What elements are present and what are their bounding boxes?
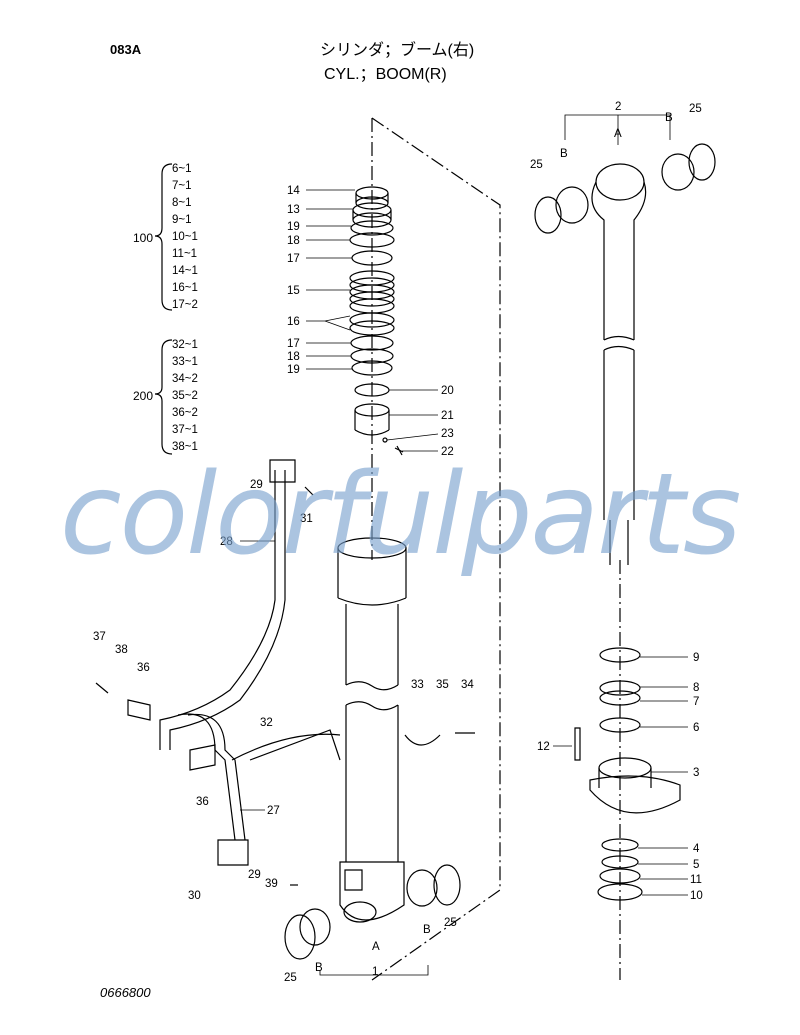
kit-item: 11~1 [172,248,198,260]
callout: A [372,941,380,953]
callout: B [423,924,431,936]
callout: 8 [693,682,699,694]
callout: 25 [444,917,457,929]
kit-item: 37~1 [172,424,198,436]
kit-item: 7~1 [172,180,192,192]
callout: 36 [137,662,150,674]
callout: 10 [690,890,703,902]
drawing-number: 0666800 [100,985,151,1000]
cylinder-tube [337,537,407,923]
callout: 1 [372,966,378,978]
callout: 33 [411,679,424,691]
kit-200-list: 32~1 33~1 34~2 35~2 36~2 37~1 38~1 [172,337,198,456]
callout: 36 [196,796,209,808]
callout: 34 [461,679,474,691]
callout: A [614,128,622,140]
assembly-frame-line [371,117,501,981]
kit-item: 36~2 [172,407,198,419]
callout: B [315,962,323,974]
callout: 17 [287,253,300,265]
callout: 30 [188,890,201,902]
callout: 16 [287,316,300,328]
callout: 31 [300,513,313,525]
callout: 32 [260,717,273,729]
watermark-text: colorfulparts [60,450,741,580]
piping-assembly [95,459,475,960]
leader-lines [240,114,688,976]
kit-item: 16~1 [172,282,198,294]
callout: 18 [287,351,300,363]
kit-item: 33~1 [172,356,198,368]
kit-item: 38~1 [172,441,198,453]
callout: 3 [693,767,699,779]
callout: 22 [441,446,454,458]
callout: 19 [287,221,300,233]
kit-item: 10~1 [172,231,198,243]
kit-item: 9~1 [172,214,192,226]
kit-100-label: 100 [133,231,154,245]
callout: 20 [441,385,454,397]
callout: B [560,148,568,160]
kit-item: 35~2 [172,390,198,402]
kit-200-label: 200 [133,389,154,403]
callout: 35 [436,679,449,691]
title-english: CYL.；BOOM(R) [324,66,447,83]
callout: 25 [530,159,543,171]
callout: 27 [267,805,280,817]
callout: 11 [690,874,702,886]
kit-100-list: 6~1 7~1 8~1 9~1 10~1 11~1 14~1 16~1 17~2 [172,161,198,314]
callout: 19 [287,364,300,376]
kit-100-brace [154,163,173,311]
callout: 29 [250,479,263,491]
callout: 2 [615,101,621,113]
kit-item: 14~1 [172,265,198,277]
callout: 28 [220,536,233,548]
callout: 12 [537,741,550,753]
callout: 25 [689,103,702,115]
callout: 7 [693,696,699,708]
page-code: 083A [110,42,142,57]
title-japanese: シリンダ；ブーム(右) [320,42,475,59]
callout-labels: 14 13 19 18 17 15 16 17 18 19 20 21 23 2… [93,101,703,984]
rod-parts-stack [574,647,681,901]
callout: 13 [287,204,300,216]
callout: 23 [441,428,454,440]
callout: 5 [693,859,699,871]
callout: 39 [265,878,278,890]
callout: 21 [441,410,454,422]
kit-item: 8~1 [172,197,192,209]
kit-item: 17~2 [172,299,198,311]
kit-item: 6~1 [172,163,192,175]
callout: 6 [693,722,699,734]
kit-200-brace [154,339,173,455]
seal-stack [349,186,404,456]
kit-item: 32~1 [172,339,198,351]
callout: 17 [287,338,300,350]
kit-item: 34~2 [172,373,198,385]
callout: 37 [93,631,106,643]
callout: 9 [693,652,699,664]
callout: 29 [248,869,261,881]
callout: 15 [287,285,300,297]
callout: 18 [287,235,300,247]
piston-rod [534,143,716,565]
callout: 38 [115,644,128,656]
callout: B [665,112,673,124]
callout: 25 [284,972,297,984]
callout: 14 [287,185,300,197]
callout: 4 [693,843,700,855]
